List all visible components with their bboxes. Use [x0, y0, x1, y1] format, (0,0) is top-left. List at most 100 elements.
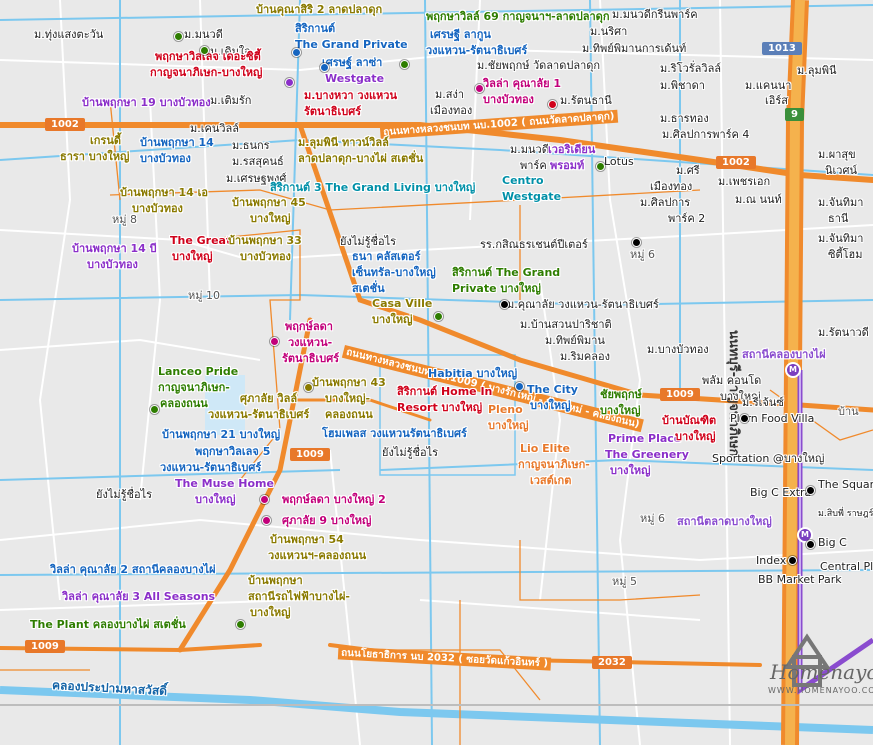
project-label[interactable]: เกรนดี้ — [90, 134, 121, 147]
project-label[interactable]: ม.ริมคลอง — [560, 350, 610, 363]
project-label[interactable]: ชัยพฤกษ์ — [600, 388, 642, 401]
project-label[interactable]: ศุภาลัย วิลล์ — [240, 392, 298, 405]
location-dot[interactable] — [596, 162, 605, 171]
project-label[interactable]: Centro — [502, 174, 544, 187]
project-label[interactable]: บางใหญ่ — [530, 399, 571, 412]
project-label[interactable]: ม.คุณาลัย วงแหวน-รัตนาธิเบศร์ — [507, 298, 659, 311]
project-label[interactable]: คลองถนน — [160, 397, 208, 410]
project-label[interactable]: พาร์ค 2 — [668, 212, 706, 225]
location-dot[interactable] — [475, 84, 484, 93]
project-label[interactable]: ม.มนวดี — [184, 28, 223, 41]
project-label[interactable]: ม.สง่า — [435, 88, 465, 101]
project-label[interactable]: บ้านพฤกษา 14 เอ — [120, 186, 209, 199]
project-label[interactable]: ม.บ้านสวนปาริชาติ — [520, 318, 612, 331]
project-label[interactable]: บ้านพฤกษา 14 บี — [72, 242, 157, 255]
project-label[interactable]: ม.เศรษฐพงศ์ — [226, 172, 287, 185]
project-label[interactable]: ม.ณ นนท์ — [735, 193, 782, 206]
project-label[interactable]: ม.ชัยพฤกษ์ วัดลาดปลาดุก — [477, 59, 601, 72]
project-label[interactable]: ม.ลุมพินี — [797, 64, 837, 77]
project-label[interactable]: บางบัวทอง — [132, 202, 183, 215]
project-label[interactable]: เศรษฐ์ ลาซ่า — [322, 56, 383, 69]
landmark-school[interactable]: รร.กสิณธรเชนต์ปีเตอร์ — [480, 238, 588, 251]
project-label[interactable]: บางใหญ่ — [675, 430, 716, 443]
project-label[interactable]: Westgate — [325, 72, 385, 85]
project-label[interactable]: บางใหญ่ — [488, 419, 529, 432]
project-label[interactable]: พฤกษาวิลเลจ เดอะซิตี้ — [155, 50, 261, 63]
project-label[interactable]: Resort บางใหญ่ — [397, 401, 483, 414]
location-dot[interactable] — [788, 556, 797, 565]
location-dot[interactable] — [632, 238, 641, 247]
project-label[interactable]: บางใหญ่ — [172, 250, 213, 263]
project-label[interactable]: เวสต์เกต — [530, 474, 572, 487]
project-label[interactable]: บางใหญ่ — [250, 606, 291, 619]
project-label[interactable]: บ้านพฤกษา 19 บางบัวทอง — [82, 96, 211, 109]
landmark-bb-market[interactable]: BB Market Park — [758, 573, 842, 586]
station-talad-bang-yai[interactable]: สถานีตลาดบางใหญ่ — [677, 515, 772, 528]
project-label[interactable]: วิลล่า คุณาลัย 1 — [483, 77, 562, 90]
project-label[interactable]: ม.เดิมใจ — [210, 45, 251, 58]
project-label[interactable]: พฤกษ์ลดา — [285, 320, 333, 333]
landmark-sportation[interactable]: Sportation @บางใหญ่ — [712, 452, 825, 465]
project-label[interactable]: The Plant คลองบางไผ่ สเตชั่น — [30, 618, 186, 631]
project-label[interactable]: ธนา คลัสเตอร์ — [352, 250, 421, 263]
project-label[interactable]: ม.เติมรัก — [210, 94, 252, 107]
project-label[interactable]: สิริกานต์ The Grand — [452, 266, 561, 279]
project-label[interactable]: บางบัวทอง — [140, 152, 191, 165]
landmark-the-square[interactable]: The Square — [818, 478, 873, 491]
landmark-plern[interactable]: Plern Food Villa — [730, 412, 815, 425]
project-label[interactable]: บ้านพฤกษา 43 — [312, 376, 386, 389]
project-label[interactable]: ม.เคนวิลล์ — [190, 122, 240, 135]
project-label[interactable]: สิริกานต์ Home In — [397, 385, 493, 398]
project-label[interactable]: ม.ผาสุข — [818, 148, 856, 161]
project-label[interactable]: พฤกษาวิลเลจ 5 — [195, 445, 271, 458]
location-dot[interactable] — [262, 516, 271, 525]
project-label[interactable]: เวอริเดียน — [548, 143, 596, 156]
project-label[interactable]: ธานี — [828, 212, 849, 225]
project-label[interactable]: วิลล่า คุณาลัย 2 สถานีคลองบางไผ่ — [50, 563, 216, 576]
project-label[interactable]: บางใหญ่ — [610, 464, 651, 477]
location-dot[interactable] — [806, 486, 815, 495]
project-label[interactable]: กาญจนาภิเษก-บางใหญ่ — [150, 66, 263, 79]
location-dot[interactable] — [548, 100, 557, 109]
location-dot[interactable] — [806, 540, 815, 549]
project-label[interactable]: Casa Ville — [372, 297, 433, 310]
location-dot[interactable] — [236, 620, 245, 629]
project-label[interactable]: ม.ริโวรั่ลวิลล์ — [660, 62, 722, 75]
project-label[interactable]: โฮมเพลส วงแหวนรัตนาธิเบศร์ — [322, 427, 467, 440]
project-label[interactable]: ม.รีเจ้นซ์ — [742, 396, 784, 409]
project-label[interactable]: บางใหญ่- — [325, 392, 371, 405]
project-label[interactable]: กาญจนาภิเษก- — [518, 458, 590, 471]
project-label[interactable]: วงแหวน-รัตนาธิเบศร์ — [426, 44, 528, 57]
location-dot[interactable] — [434, 312, 443, 321]
bts-station-icon[interactable]: M — [785, 362, 801, 378]
project-label[interactable]: วงแหวนฯ-คลองถนน — [268, 549, 367, 562]
project-label[interactable]: Habitia บางใหญ่ — [428, 367, 518, 380]
project-label[interactable]: สเตชั่น — [352, 282, 385, 295]
project-label[interactable]: บ้านคุณาสิริ 2 ลาดปลาดุก — [256, 3, 383, 16]
project-label[interactable]: บ้านพฤกษา 54 — [270, 533, 344, 546]
project-label[interactable]: ม.ทิพย์พิมาน — [545, 334, 605, 347]
project-label[interactable]: ม.นริศา — [590, 25, 628, 38]
project-label[interactable]: สิริกานต์ — [295, 22, 336, 35]
location-dot[interactable] — [174, 32, 183, 41]
landmark-central[interactable]: Central Plaza Westgate — [820, 560, 873, 573]
project-label[interactable]: Private บางใหญ่ — [452, 282, 541, 295]
project-label[interactable]: วงแหวน-รัตนาธิเบศร์ — [208, 408, 310, 421]
project-label[interactable]: ม.แคนนา — [745, 79, 792, 92]
location-dot[interactable] — [270, 337, 279, 346]
project-label[interactable]: The Great — [170, 234, 232, 247]
project-label[interactable]: The Greenery — [605, 448, 689, 461]
project-label[interactable]: ธารา บางใหญ่ — [60, 150, 130, 163]
project-label[interactable]: บางใหญ่ — [372, 313, 413, 326]
project-label[interactable]: บางบัวทอง — [87, 258, 138, 271]
location-dot[interactable] — [400, 60, 409, 69]
project-label[interactable]: สถานีรถไฟฟ้าบางไผ่- — [248, 590, 350, 603]
location-dot[interactable] — [740, 414, 749, 423]
project-label[interactable]: บ้านพฤกษา 33 — [228, 234, 302, 247]
project-label[interactable]: ม.ทุ่งแสงตะวัน — [34, 28, 104, 41]
project-label[interactable]: เมืองทอง — [430, 104, 473, 117]
location-dot[interactable] — [260, 495, 269, 504]
project-label[interactable]: บางบัวทอง — [240, 250, 291, 263]
project-label[interactable]: บางใหญ่ — [195, 493, 236, 506]
project-label[interactable]: The City — [527, 383, 578, 396]
